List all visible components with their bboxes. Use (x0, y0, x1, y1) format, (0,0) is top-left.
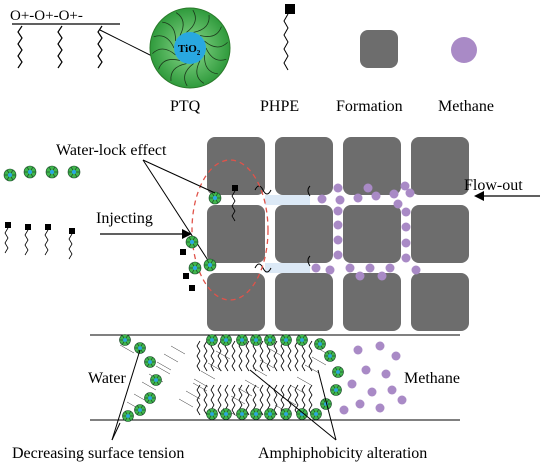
bottom-pointers (111, 349, 337, 441)
formation-legend-swatch (360, 30, 398, 68)
water-channels (265, 195, 310, 273)
flow-out-label: Flow-out (464, 177, 523, 194)
injecting-label: Injecting (96, 210, 153, 227)
pore-methane-dots (311, 181, 421, 281)
water-label: Water (88, 370, 126, 387)
ptq-legend-particle: TiO2 (149, 7, 231, 89)
phpe-legend-icon (283, 4, 295, 71)
injecting-arrow (100, 229, 192, 239)
polymer-chain-legend: O+-O+-O+- (10, 8, 161, 69)
pore-surfactant-chains (208, 185, 311, 273)
water-lock-dashed-circle (191, 159, 269, 301)
methane-throat-label: Methane (404, 370, 460, 387)
amphiphobicity-label: Amphiphobicity alteration (258, 445, 427, 462)
flow-out-arrow (474, 191, 540, 201)
formation-label: Formation (336, 98, 403, 115)
tio2-label: TiO2 (178, 43, 201, 57)
ptq-label: PTQ (170, 98, 201, 115)
water-lock-pointers (142, 159, 216, 269)
methane-legend-dot (451, 37, 477, 63)
throat-methane-dots (339, 341, 407, 415)
injected-particles (3, 165, 217, 291)
chain-text-legend: O+-O+-O+- (10, 8, 83, 24)
pore-throat-walls (90, 334, 460, 421)
decreasing-surface-tension-label: Decreasing surface tension (12, 445, 184, 462)
formation-grid (207, 137, 469, 331)
methane-label: Methane (438, 98, 494, 115)
tio2-core (174, 32, 206, 64)
phpe-label: PHPE (260, 98, 299, 115)
water-lock-label: Water-lock effect (56, 142, 167, 159)
